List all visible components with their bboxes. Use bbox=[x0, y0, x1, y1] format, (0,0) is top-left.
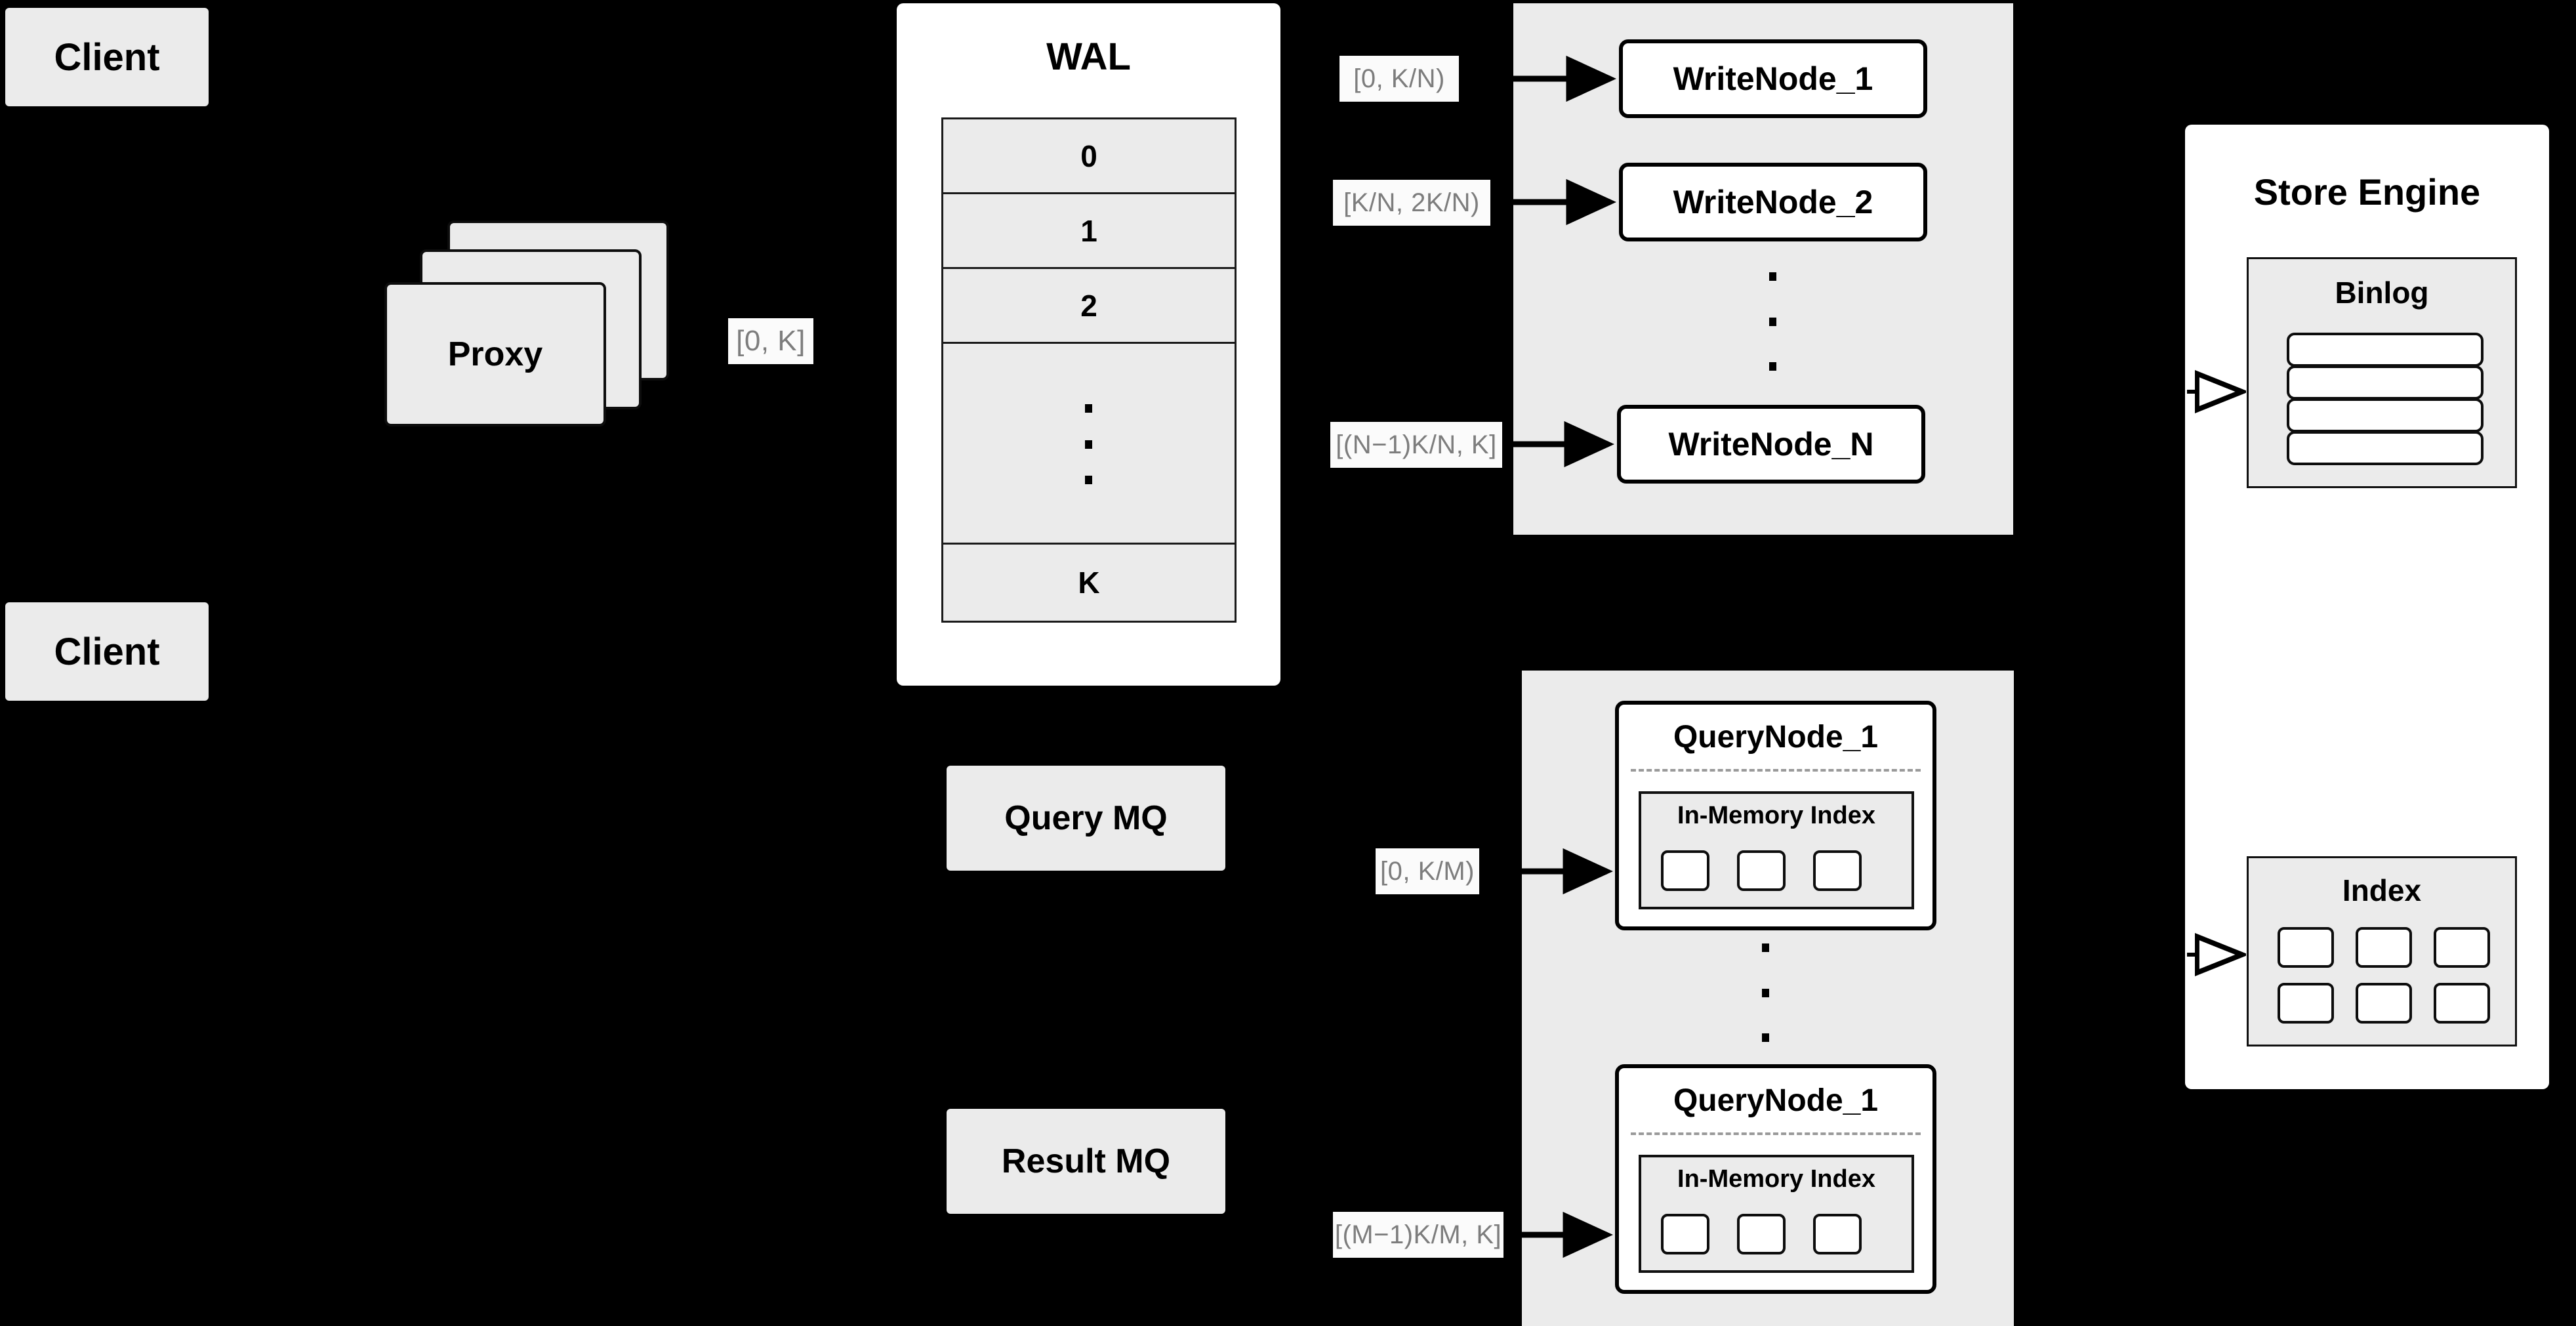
query-node-1-range: [0, K/M) bbox=[1376, 848, 1479, 894]
result-mq-box[interactable]: Result MQ bbox=[947, 1109, 1225, 1214]
store-engine-title: Store Engine bbox=[2253, 171, 2481, 213]
index-cell[interactable] bbox=[2278, 983, 2334, 1024]
proxy-card-front[interactable]: Proxy bbox=[384, 282, 606, 426]
query-node-1[interactable]: QueryNode_1 In-Memory Index bbox=[1615, 701, 1936, 930]
index-panel: Index bbox=[2247, 856, 2517, 1046]
client-box-1[interactable]: Client bbox=[5, 8, 209, 106]
index-cell[interactable] bbox=[1737, 1214, 1786, 1254]
write-node-label: WriteNode_1 bbox=[1673, 60, 1873, 97]
binlog-entry[interactable] bbox=[2287, 365, 2484, 400]
index-cell[interactable] bbox=[1813, 850, 1862, 891]
wal-row[interactable]: 0 bbox=[943, 119, 1235, 194]
in-memory-index-title: In-Memory Index bbox=[1677, 1165, 1875, 1193]
index-cell[interactable] bbox=[1661, 1214, 1709, 1254]
write-node-1-range: [0, K/N) bbox=[1339, 56, 1459, 102]
index-cell[interactable] bbox=[2434, 983, 2490, 1024]
write-node-n[interactable]: WriteNode_N bbox=[1617, 405, 1925, 484]
write-node-label: WriteNode_2 bbox=[1673, 184, 1873, 220]
query-node-divider bbox=[1631, 1132, 1921, 1135]
in-memory-index-panel-2: In-Memory Index bbox=[1639, 1155, 1914, 1273]
index-cell[interactable] bbox=[2356, 927, 2412, 968]
index-cell[interactable] bbox=[1661, 850, 1709, 891]
client-label: Client bbox=[54, 35, 160, 79]
query-mq-label: Query MQ bbox=[1004, 799, 1168, 837]
query-node-2-range: [(M−1)K/M, K] bbox=[1333, 1212, 1503, 1258]
wal-row-ellipsis bbox=[943, 344, 1235, 545]
query-mq-box[interactable]: Query MQ bbox=[947, 766, 1225, 871]
index-cell[interactable] bbox=[1813, 1214, 1862, 1254]
write-cluster-ellipsis bbox=[1769, 272, 1776, 371]
wal-title: WAL bbox=[1046, 35, 1131, 78]
in-memory-index-title: In-Memory Index bbox=[1677, 802, 1875, 829]
client-label: Client bbox=[54, 630, 160, 673]
proxy-label: Proxy bbox=[447, 335, 543, 373]
query-node-2[interactable]: QueryNode_1 In-Memory Index bbox=[1615, 1064, 1936, 1294]
binlog-entry[interactable] bbox=[2287, 431, 2484, 465]
wal-row[interactable]: 1 bbox=[943, 194, 1235, 269]
query-node-label: QueryNode_1 bbox=[1673, 720, 1879, 755]
query-cluster-ellipsis bbox=[1762, 943, 1769, 1042]
binlog-panel: Binlog bbox=[2247, 257, 2517, 488]
index-cell[interactable] bbox=[1737, 850, 1786, 891]
in-memory-index-panel-1: In-Memory Index bbox=[1639, 791, 1914, 909]
client-box-2[interactable]: Client bbox=[5, 602, 209, 701]
query-node-divider bbox=[1631, 769, 1921, 772]
write-node-label: WriteNode_N bbox=[1668, 426, 1874, 463]
wal-table: 0 1 2 K bbox=[941, 117, 1237, 623]
binlog-entry[interactable] bbox=[2287, 333, 2484, 367]
index-cell[interactable] bbox=[2356, 983, 2412, 1024]
wal-row[interactable]: K bbox=[1078, 566, 1100, 600]
wal-row[interactable]: 2 bbox=[943, 269, 1235, 344]
index-cell[interactable] bbox=[2278, 927, 2334, 968]
binlog-entry[interactable] bbox=[2287, 398, 2484, 432]
write-node-2-range: [K/N, 2K/N) bbox=[1333, 180, 1490, 226]
write-node-1[interactable]: WriteNode_1 bbox=[1619, 39, 1927, 118]
binlog-title: Binlog bbox=[2335, 276, 2429, 310]
index-cell[interactable] bbox=[2434, 927, 2490, 968]
vertical-ellipsis bbox=[1085, 404, 1092, 484]
index-title: Index bbox=[2342, 873, 2422, 907]
result-mq-label: Result MQ bbox=[1001, 1142, 1171, 1180]
write-node-2[interactable]: WriteNode_2 bbox=[1619, 163, 1927, 241]
proxy-range-label: [0, K] bbox=[728, 318, 813, 364]
write-node-n-range: [(N−1)K/N, K] bbox=[1330, 422, 1502, 468]
query-node-label: QueryNode_1 bbox=[1673, 1083, 1879, 1118]
